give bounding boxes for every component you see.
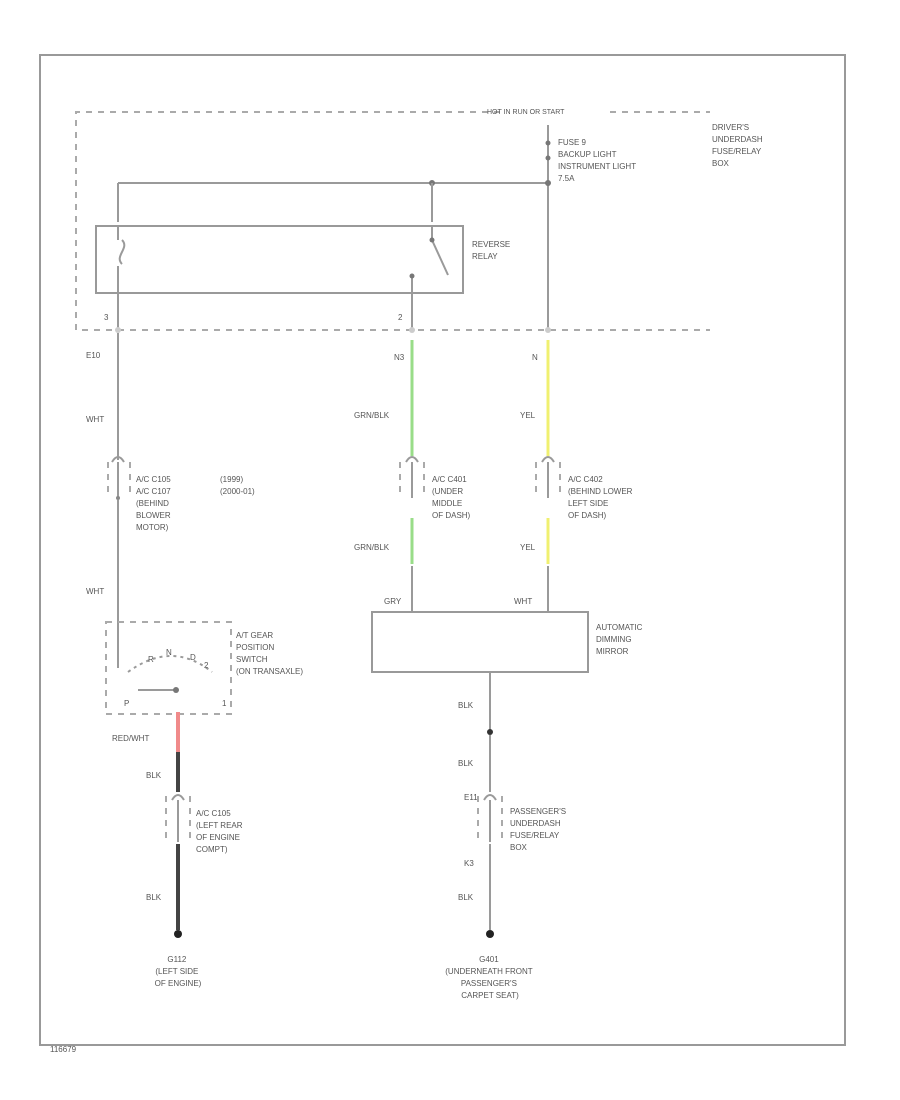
ground-splice [487, 729, 493, 735]
switch-pos-d: D [190, 653, 196, 662]
mid-wire-bottom-color: GRN/BLK [354, 543, 390, 552]
left-wire-lower-color: BLK [146, 771, 162, 780]
fuse-label: FUSE 9 BACKUP LIGHT INSTRUMENT LIGHT 7.5… [558, 138, 638, 183]
passenger-box-label: PASSENGER'S UNDERDASH FUSE/RELAY BOX [510, 807, 568, 852]
left-wire-top-color: WHT [86, 415, 104, 424]
left-connector2-bracket [165, 796, 191, 842]
left-wire-bottom-color: BLK [146, 893, 162, 902]
relay-contact [411, 226, 449, 293]
relay-pin-3: 3 [104, 313, 109, 322]
gear-switch-arc [127, 655, 213, 673]
gear-switch-label: A/T GEAR POSITION SWITCH (ON TRANSAXLE) [236, 631, 303, 676]
mid-connector-bracket [399, 462, 425, 498]
switch-pos-r: R [148, 655, 154, 664]
ground-connector-bracket [477, 796, 503, 842]
left-terminal [115, 327, 121, 333]
ground-g401 [486, 930, 494, 938]
relay-contact-point [429, 237, 435, 243]
ground-g401-label: G401 (UNDERNEATH FRONT PASSENGER'S CARPE… [445, 955, 535, 1000]
diagram-frame [39, 54, 846, 1046]
switch-pos-1: 1 [222, 699, 227, 708]
left-connector [111, 456, 125, 498]
left-connector-year-2: (2000-01) [220, 487, 255, 496]
left-connector2 [171, 794, 185, 842]
right-wire-top-color: YEL [520, 411, 536, 420]
right-wire-bottom-color: YEL [520, 543, 536, 552]
left-pin: E10 [86, 351, 101, 360]
left-connector-year-1: (1999) [220, 475, 243, 484]
relay-pin-2: 2 [398, 313, 403, 322]
fuse-terminal-bottom [545, 155, 551, 161]
left-wire-red-color: RED/WHT [112, 734, 149, 743]
ground-pin-bottom: K3 [464, 859, 474, 868]
ground-g112-label: G112 (LEFT SIDE OF ENGINE) [155, 955, 202, 988]
gear-switch-boundary [105, 621, 232, 715]
right-pin: N [532, 353, 538, 362]
relay-coil [117, 226, 126, 293]
reverse-relay-box [95, 225, 464, 294]
ground-pin-top: E11 [464, 793, 478, 802]
left-connector-pin [116, 496, 120, 500]
switch-pos-p: P [124, 699, 129, 708]
mirror-pin-wht: WHT [514, 597, 532, 606]
right-terminal [545, 327, 551, 333]
mid-connector-label: A/C C401 (UNDER MIDDLE OF DASH) [432, 475, 471, 520]
mid-pin: N3 [394, 353, 405, 362]
relay-contact-point-2 [409, 273, 415, 279]
fuse-terminal-top [545, 140, 551, 146]
ground-wire2-color: BLK [458, 759, 474, 768]
right-connector-label: A/C C402 (BEHIND LOWER LEFT SIDE OF DASH… [568, 475, 635, 520]
fuse-box-boundary [75, 111, 710, 331]
right-connector [541, 456, 555, 498]
mid-connector [405, 456, 419, 498]
bus-splice-fuse [545, 180, 551, 186]
mid-wire-top-color: GRN/BLK [354, 411, 390, 420]
ground-wire3-color: BLK [458, 893, 474, 902]
left-connector-bracket [107, 462, 131, 498]
mirror-pin-gry: GRY [384, 597, 402, 606]
right-connector-bracket [535, 462, 561, 498]
gear-switch-pivot [173, 687, 179, 693]
left-connector2-label: A/C C105 (LEFT REAR OF ENGINE COMPT) [196, 809, 245, 854]
mid-terminal [409, 327, 415, 333]
reverse-relay-label: REVERSE RELAY [472, 240, 512, 261]
switch-pos-n: N [166, 648, 172, 657]
fuse-header: HOT IN RUN OR START [487, 109, 565, 116]
ground-connector [483, 794, 497, 842]
left-wire-mid-color: WHT [86, 587, 104, 596]
left-connector-label: A/C C105 A/C C107 (BEHIND BLOWER MOTOR) [136, 475, 173, 532]
figure-id: 116679 [50, 1045, 77, 1054]
ground-g112 [174, 930, 182, 938]
automatic-dimming-mirror-box [371, 611, 589, 673]
ground-wire1-color: BLK [458, 701, 474, 710]
switch-pos-2: 2 [204, 661, 209, 670]
automatic-dimming-mirror-label: AUTOMATIC DIMMING MIRROR [596, 623, 645, 656]
fuse-box-label: DRIVER'S UNDERDASH FUSE/RELAY BOX [712, 123, 765, 168]
